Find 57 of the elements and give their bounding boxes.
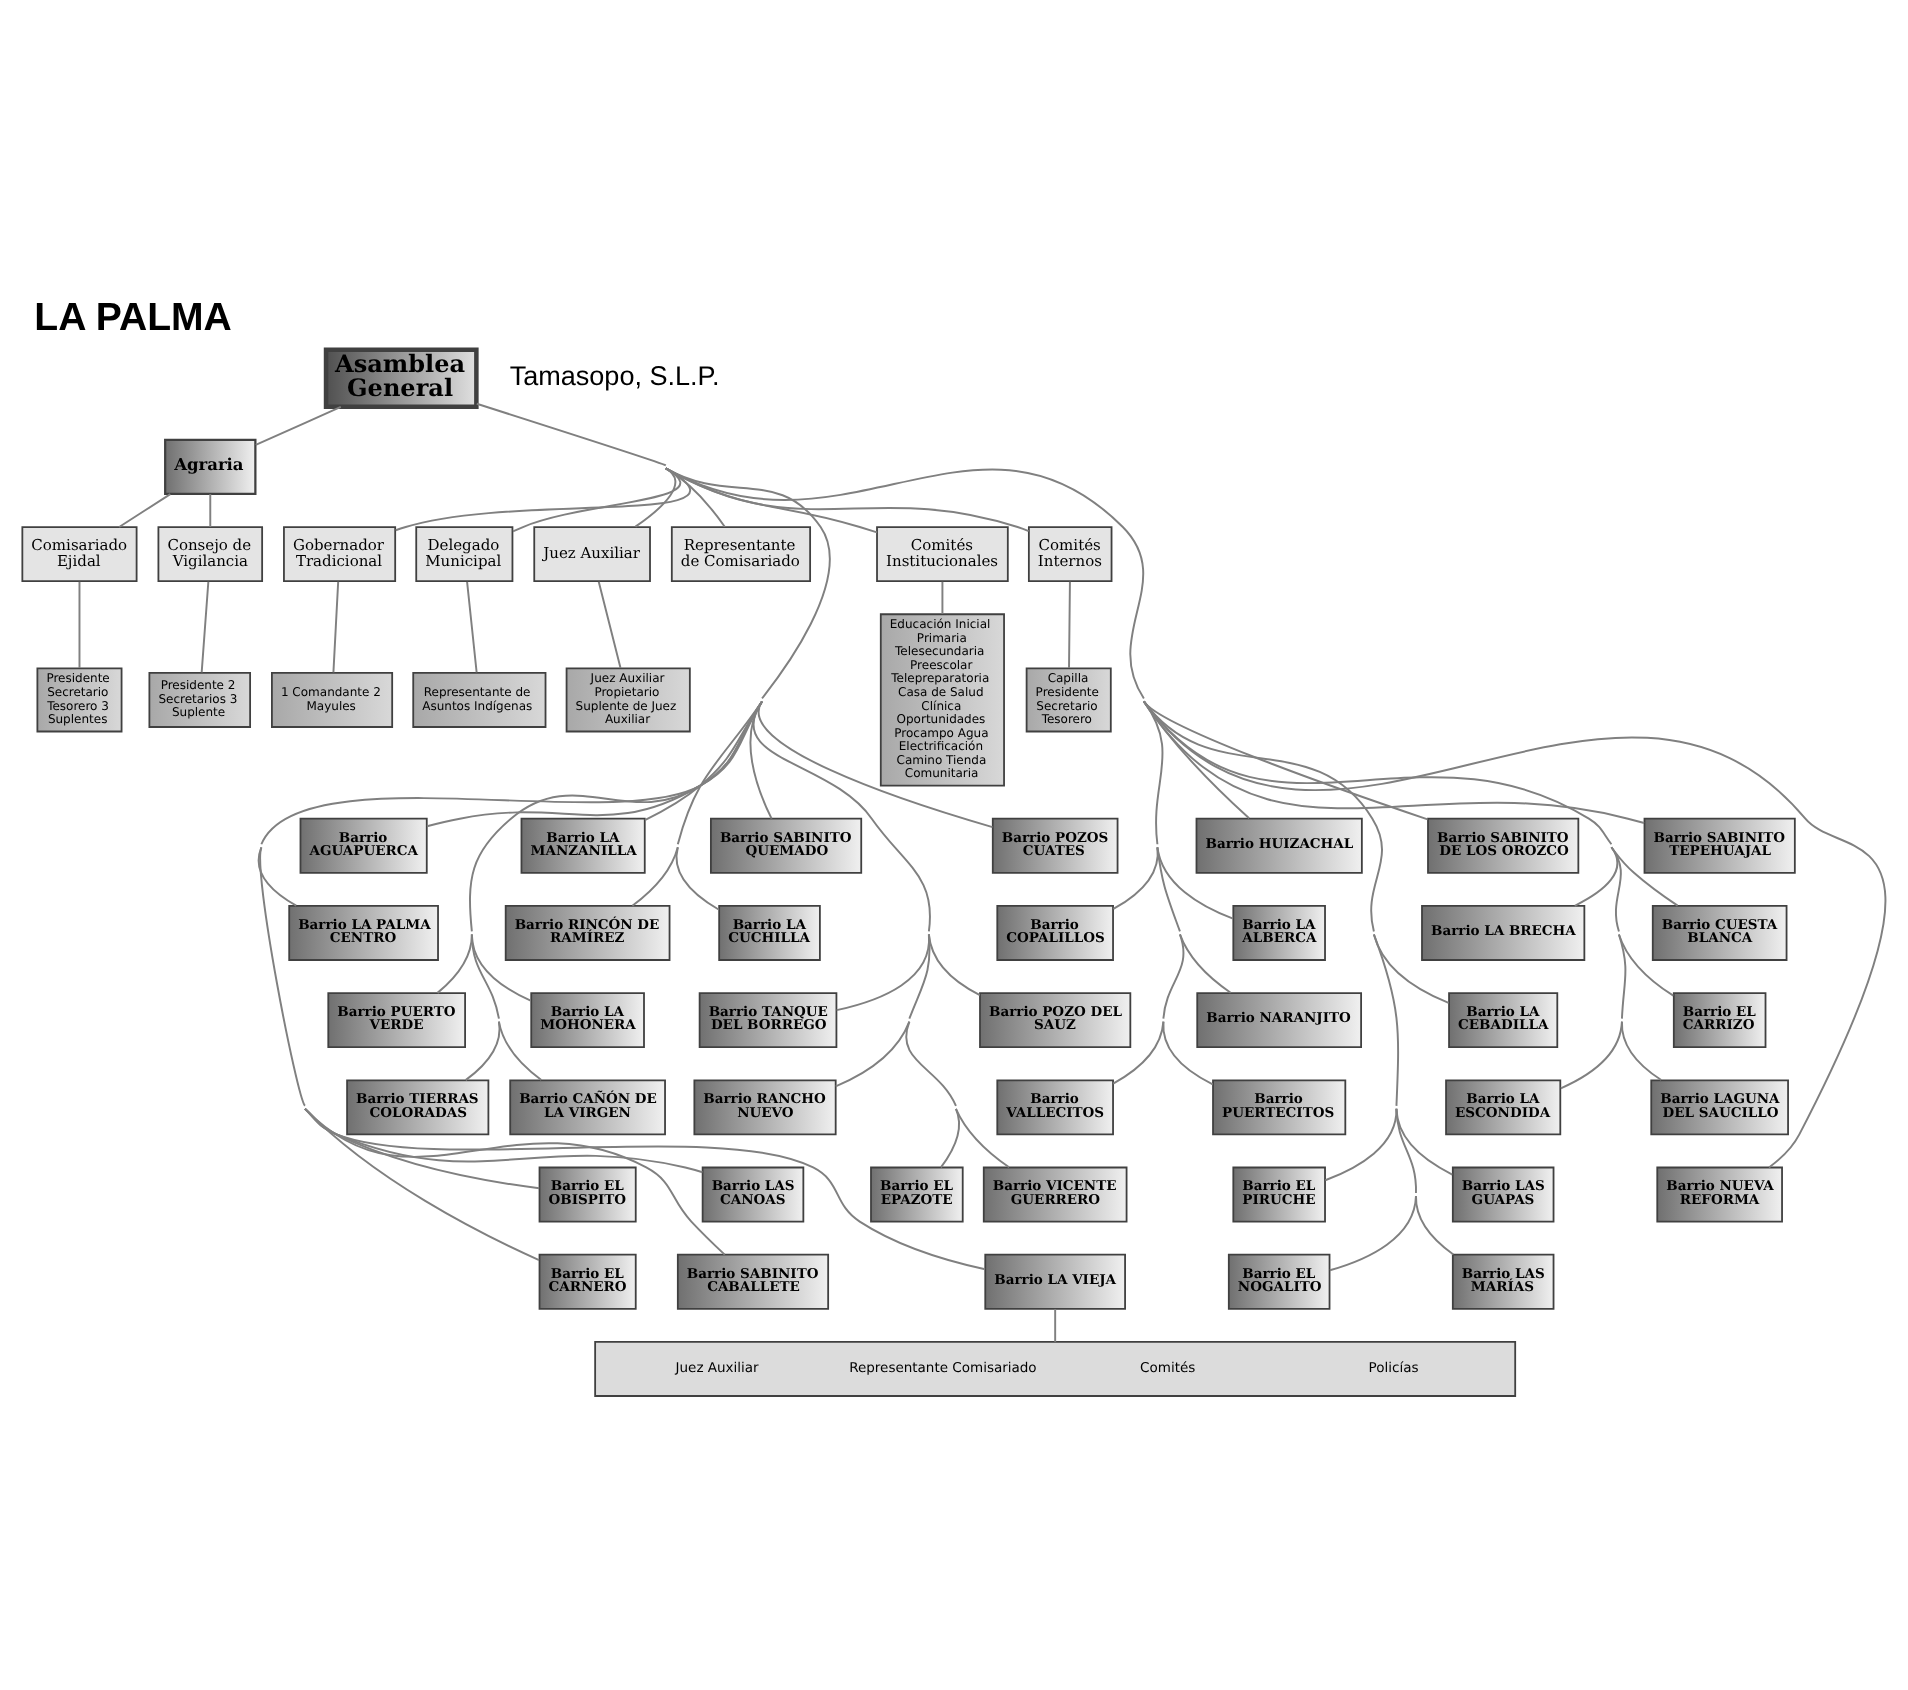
connector xyxy=(1617,933,1675,997)
connector xyxy=(927,933,981,997)
connector xyxy=(664,467,878,534)
connector xyxy=(634,467,677,528)
connector xyxy=(757,700,994,829)
connector xyxy=(1068,580,1071,669)
connector xyxy=(394,402,692,532)
connector xyxy=(332,580,340,674)
connector xyxy=(1142,700,1886,1169)
connector xyxy=(1178,933,1232,994)
connector xyxy=(118,493,172,528)
label: Tamasopo, S.L.P. xyxy=(509,360,720,391)
connector xyxy=(200,580,210,674)
connector xyxy=(304,1107,987,1271)
connector xyxy=(254,405,342,446)
connector xyxy=(1142,700,1429,821)
node-box: Consejo de Vigilancia xyxy=(157,526,264,583)
connector xyxy=(1142,700,1646,824)
diagram-title: LA PALMA xyxy=(34,295,232,340)
connector xyxy=(954,1107,1011,1169)
connector xyxy=(1142,700,1619,907)
connector xyxy=(1415,1195,1455,1256)
node-box: Asamblea General xyxy=(323,347,479,410)
connector xyxy=(664,467,1030,533)
node-box: Gobernador Tradicional xyxy=(283,526,397,583)
connector xyxy=(664,467,1164,910)
connector xyxy=(1328,1107,1417,1272)
connector xyxy=(1610,846,1679,907)
node-box: Comisariado Ejidal xyxy=(21,526,138,583)
connector xyxy=(1112,846,1185,1085)
node-box: Comités Institucionales xyxy=(876,526,1009,583)
node-box: Representante de Comisariado xyxy=(670,526,811,583)
node-box: Juez Auxiliar xyxy=(533,526,651,583)
connector xyxy=(497,1020,543,1081)
connector xyxy=(664,467,726,528)
connector xyxy=(834,933,931,1088)
connector xyxy=(1559,846,1627,1090)
node-box: Delegado Municipal xyxy=(415,526,514,583)
connector xyxy=(597,580,622,669)
connector xyxy=(675,846,720,911)
connector xyxy=(1620,1020,1663,1081)
connector xyxy=(257,846,298,907)
connector xyxy=(941,580,944,615)
connector xyxy=(631,700,763,907)
connector xyxy=(511,467,682,533)
connector xyxy=(259,467,831,1262)
connector xyxy=(466,580,478,674)
connector xyxy=(436,700,763,994)
connector xyxy=(905,1020,960,1169)
connector xyxy=(78,580,81,669)
connector xyxy=(1054,1308,1057,1343)
node-box: Agraria xyxy=(164,438,257,496)
connector xyxy=(1162,1020,1214,1086)
connector xyxy=(1142,700,1400,1182)
node-box: Comités Internos xyxy=(1027,526,1113,583)
connector xyxy=(209,493,212,528)
connector xyxy=(464,933,501,1082)
